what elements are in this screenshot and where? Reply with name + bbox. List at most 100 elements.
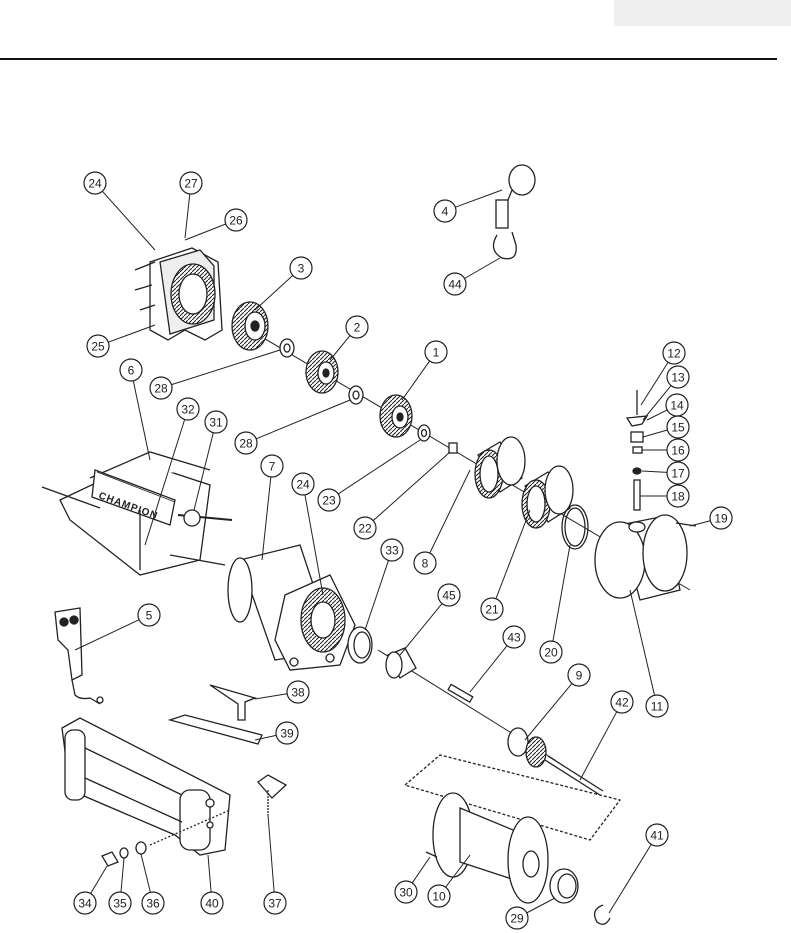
callout-circle bbox=[289, 256, 313, 280]
leader-line-35 bbox=[120, 857, 125, 893]
leader-line-4 bbox=[455, 189, 503, 208]
callout-circle bbox=[424, 340, 448, 364]
callout-circle bbox=[666, 484, 690, 508]
hook-strap-assembly bbox=[492, 164, 536, 260]
callout-number: 28 bbox=[239, 437, 253, 451]
planet-gear-2 bbox=[305, 350, 339, 394]
callout-number: 7 bbox=[269, 460, 276, 474]
callout-24: 24 bbox=[83, 171, 107, 195]
callout-circle bbox=[179, 171, 203, 195]
leader-line-43 bbox=[469, 645, 508, 693]
callout-12: 12 bbox=[662, 341, 686, 365]
callout-28: 28 bbox=[149, 376, 173, 400]
leader-line-34 bbox=[90, 865, 108, 894]
callout-32: 32 bbox=[176, 397, 200, 421]
leader-line-31 bbox=[193, 432, 214, 511]
washer-28b bbox=[348, 385, 364, 405]
callout-number: 39 bbox=[280, 727, 294, 741]
callout-43: 43 bbox=[502, 625, 526, 649]
leader-line-9 bbox=[524, 683, 573, 741]
leader-line-40 bbox=[207, 854, 212, 893]
leader-line-27 bbox=[184, 193, 191, 239]
callout-circle bbox=[567, 663, 591, 687]
callout-circle bbox=[666, 415, 690, 439]
callout-number: 35 bbox=[113, 897, 127, 911]
callout-number: 41 bbox=[650, 829, 664, 843]
callout-circle bbox=[234, 431, 258, 455]
callout-number: 24 bbox=[296, 478, 310, 492]
callout-circle bbox=[505, 906, 529, 930]
callout-number: 29 bbox=[510, 912, 524, 926]
callout-number: 23 bbox=[322, 494, 336, 508]
callout-38: 38 bbox=[286, 680, 310, 704]
leader-line-19 bbox=[689, 520, 711, 527]
pin-30 bbox=[425, 851, 438, 858]
coupling-45 bbox=[385, 647, 417, 679]
callout-number: 9 bbox=[576, 669, 583, 683]
callout-26: 26 bbox=[224, 208, 248, 232]
callout-number: 33 bbox=[385, 544, 399, 558]
callout-circle bbox=[666, 438, 690, 462]
callout-41: 41 bbox=[645, 823, 669, 847]
callout-2: 2 bbox=[345, 315, 369, 339]
callout-circle bbox=[224, 208, 248, 232]
callout-23: 23 bbox=[317, 488, 341, 512]
header-rule bbox=[0, 58, 777, 60]
callout-number: 32 bbox=[181, 403, 195, 417]
callout-number: 22 bbox=[358, 522, 372, 536]
o-ring-20 bbox=[561, 504, 589, 550]
callout-circle bbox=[709, 506, 733, 530]
callout-number: 13 bbox=[671, 371, 685, 385]
callout-number: 3 bbox=[298, 262, 305, 276]
callout-circle bbox=[291, 472, 315, 496]
callout-number: 20 bbox=[544, 646, 558, 660]
callout-circle bbox=[662, 341, 686, 365]
leader-line-24 bbox=[304, 494, 324, 596]
callout-number: 24 bbox=[88, 177, 102, 191]
callout-number: 6 bbox=[128, 364, 135, 378]
drum-gear-9 bbox=[507, 727, 547, 768]
callout-number: 16 bbox=[671, 444, 685, 458]
leader-line-12 bbox=[640, 362, 669, 406]
callout-number: 34 bbox=[78, 897, 92, 911]
remote-control-5 bbox=[54, 607, 104, 705]
callout-7: 7 bbox=[260, 454, 284, 478]
callout-number: 8 bbox=[422, 557, 429, 571]
callout-33: 33 bbox=[380, 538, 404, 562]
callout-37: 37 bbox=[263, 891, 287, 915]
washer-23 bbox=[417, 424, 431, 442]
leader-line-32 bbox=[144, 419, 186, 546]
leader-line-45 bbox=[399, 603, 443, 656]
control-box-cover-6 bbox=[41, 451, 233, 576]
motor-7 bbox=[227, 544, 356, 671]
leader-line-23 bbox=[337, 439, 421, 495]
callout-number: 18 bbox=[671, 490, 685, 504]
leader-line-6 bbox=[132, 380, 151, 461]
callout-circle bbox=[345, 315, 369, 339]
callout-number: 31 bbox=[209, 416, 223, 430]
leader-line-11 bbox=[629, 589, 655, 696]
callout-number: 4 bbox=[442, 205, 449, 219]
callout-number: 38 bbox=[291, 686, 305, 700]
callout-number: 17 bbox=[671, 467, 685, 481]
leader-line-10 bbox=[445, 854, 471, 888]
callout-circle bbox=[119, 358, 143, 382]
callout-21: 21 bbox=[480, 597, 504, 621]
bushing-29 bbox=[549, 868, 579, 904]
leader-line-42 bbox=[579, 711, 618, 781]
callout-20: 20 bbox=[539, 640, 563, 664]
drum-10 bbox=[403, 754, 622, 904]
callout-44: 44 bbox=[443, 272, 467, 296]
leader-line-29 bbox=[526, 897, 556, 914]
leader-lines bbox=[74, 189, 711, 914]
callout-number: 25 bbox=[91, 340, 105, 354]
callout-34: 34 bbox=[73, 891, 97, 915]
tool-39 bbox=[167, 714, 263, 745]
bearing-33 bbox=[347, 626, 373, 664]
callout-number: 21 bbox=[485, 603, 499, 617]
leader-line-37 bbox=[267, 814, 275, 893]
callout-number: 11 bbox=[651, 700, 664, 714]
clutch-knob-assembly bbox=[625, 390, 649, 511]
callout-28: 28 bbox=[234, 431, 258, 455]
shaft-43 bbox=[447, 683, 474, 703]
